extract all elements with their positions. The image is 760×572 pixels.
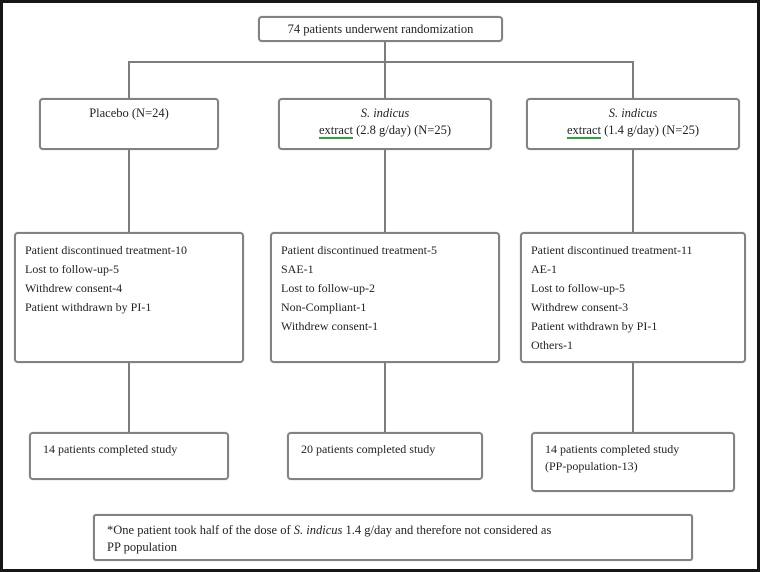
disc-line: AE-1 [531, 262, 557, 276]
arm-box-extract-high: S. indicus extract (2.8 g/day) (N=25) [278, 98, 492, 150]
disc-line: Lost to follow-up-2 [281, 281, 375, 295]
footnote-species: S. indicus [293, 523, 343, 537]
completed-low-pp-label: (PP-population-13) [545, 459, 638, 473]
disc-line: SAE-1 [281, 262, 314, 276]
arm-low-extract-word: extract [566, 123, 601, 139]
discontinued-box-placebo: Patient discontinued treatment-10 Lost t… [14, 232, 244, 363]
connector-arm2-to-disc [384, 149, 386, 233]
completed-box-placebo: 14 patients completed study [29, 432, 229, 480]
footnote-suffix: 1.4 g/day and therefore not considered a… [342, 523, 552, 537]
footnote-line2: PP population [107, 540, 178, 554]
disc-line: Others-1 [531, 338, 573, 352]
disc-line: Patient withdrawn by PI-1 [25, 300, 152, 314]
arm-high-dose: (2.8 g/day) (N=25) [353, 123, 451, 137]
disc-line: Withdrew consent-4 [25, 281, 123, 295]
connector-disc1-to-comp [128, 362, 130, 433]
connector-arm2-drop [384, 61, 386, 99]
arm-box-placebo: Placebo (N=24) [39, 98, 219, 150]
completed-high-label: 20 patients completed study [301, 442, 436, 456]
completed-box-extract-low: 14 patients completed study (PP-populati… [531, 432, 735, 492]
arm-placebo-label: Placebo (N=24) [89, 106, 169, 120]
connector-disc3-to-comp [632, 362, 634, 433]
completed-low-label: 14 patients completed study [545, 442, 680, 456]
connector-arm3-drop [632, 61, 634, 99]
connector-disc2-to-comp [384, 362, 386, 433]
arm-box-extract-low: S. indicus extract (1.4 g/day) (N=25) [526, 98, 740, 150]
disc-line: Non-Compliant-1 [281, 300, 367, 314]
arm-low-species: S. indicus [608, 106, 658, 120]
disc-line: Withdrew consent-1 [281, 319, 379, 333]
arm-high-dose-line: extract (2.8 g/day) (N=25) [280, 122, 490, 139]
disc-line: Patient discontinued treatment-11 [531, 243, 693, 257]
disc-line: Lost to follow-up-5 [25, 262, 119, 276]
connector-arm3-to-disc [632, 149, 634, 233]
disc-line: Patient withdrawn by PI-1 [531, 319, 658, 333]
disc-line: Lost to follow-up-5 [531, 281, 625, 295]
discontinued-box-extract-low: Patient discontinued treatment-11 AE-1 L… [520, 232, 746, 363]
disc-line: Patient discontinued treatment-5 [281, 243, 437, 257]
footnote-box: *One patient took half of the dose of S.… [93, 514, 693, 561]
completed-placebo-label: 14 patients completed study [43, 442, 178, 456]
arm-low-dose-line: extract (1.4 g/day) (N=25) [528, 122, 738, 139]
randomization-label: 74 patients underwent randomization [287, 22, 474, 36]
randomization-box: 74 patients underwent randomization [258, 16, 503, 42]
connector-branch-horizontal [128, 61, 634, 63]
arm-high-extract-word: extract [318, 123, 353, 139]
arm-low-dose: (1.4 g/day) (N=25) [601, 123, 699, 137]
connector-top-vertical [384, 42, 386, 62]
footnote-prefix: *One patient took half of the dose of [107, 523, 294, 537]
disc-line: Withdrew consent-3 [531, 300, 629, 314]
arm-high-species: S. indicus [360, 106, 410, 120]
disc-line: Patient discontinued treatment-10 [25, 243, 187, 257]
connector-arm1-drop [128, 61, 130, 99]
completed-box-extract-high: 20 patients completed study [287, 432, 483, 480]
discontinued-box-extract-high: Patient discontinued treatment-5 SAE-1 L… [270, 232, 500, 363]
connector-arm1-to-disc [128, 149, 130, 233]
